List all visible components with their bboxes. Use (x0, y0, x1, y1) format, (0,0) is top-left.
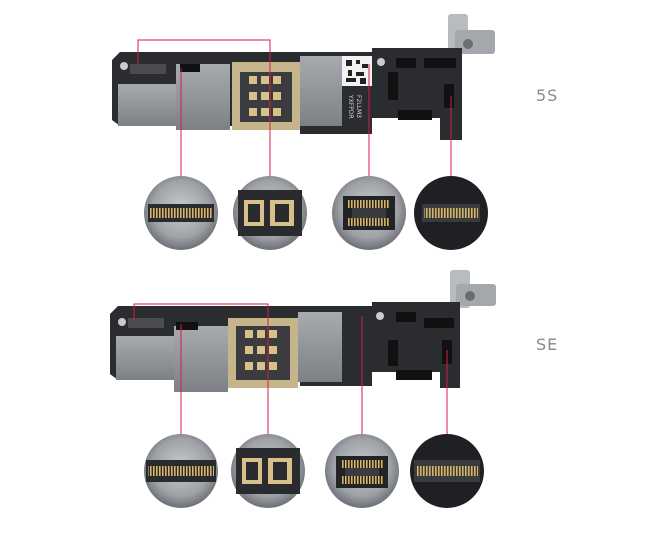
model-label-5s: 5S (536, 86, 559, 105)
closeup-se-1 (144, 434, 218, 508)
closeup-5s-4 (414, 176, 488, 250)
chip-text-2: YXFPDR (347, 94, 354, 119)
closeup-se-3 (325, 434, 399, 508)
closeup-5s-2 (233, 176, 307, 250)
board-5s: F2LLM3 YXFPDR (112, 14, 495, 140)
model-label-se: SE (536, 335, 559, 354)
closeup-5s-3 (332, 176, 406, 250)
closeup-se-2 (231, 434, 305, 508)
callout-lines-5s (137, 39, 452, 180)
closeup-5s-1 (144, 176, 218, 250)
chip-text-1: F2LLM3 (355, 95, 362, 118)
callout-lines-se (133, 303, 448, 440)
closeup-se-4 (410, 434, 484, 508)
board-se (110, 270, 496, 392)
